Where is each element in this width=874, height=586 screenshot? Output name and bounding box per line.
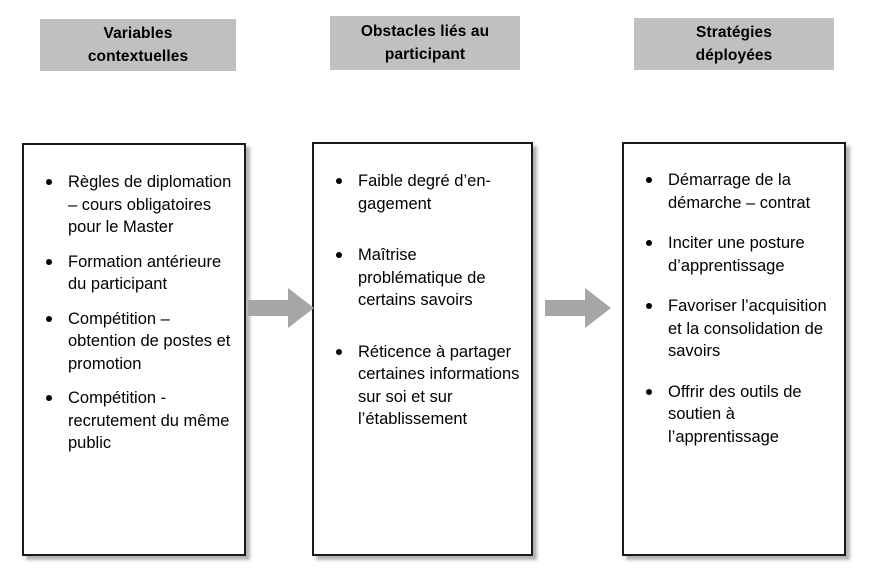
bullet-dot-icon (646, 240, 652, 246)
list-item: Favoriser l’acquisition et la consolidat… (624, 295, 844, 363)
header-strategies-deployees: Stratégies déployées (634, 18, 834, 70)
column-box-strategies-deployees: Démarrage de la démarche – contrat Incit… (622, 142, 846, 556)
column-box-variables-contextuelles: Règles de diplomation – cours obligatoir… (22, 143, 246, 556)
bullet-dot-icon (646, 303, 652, 309)
list-item: Réticence à partager certaines informati… (314, 341, 531, 431)
header-variables-contextuelles: Variables contextuelles (40, 19, 236, 71)
bullet-list-strategies-deployees: Démarrage de la démarche – contrat Incit… (624, 169, 844, 466)
list-item: Démarrage de la démarche – contrat (624, 169, 844, 214)
bullet-list-variables-contextuelles: Règles de diplomation – cours obligatoir… (24, 171, 244, 467)
bullet-dot-icon (336, 348, 342, 355)
list-item: Règles de diplomation – cours obligatoir… (24, 171, 244, 239)
list-item-label: Faible degré d’en-gagement (358, 172, 491, 213)
header-line: Variables (103, 24, 173, 42)
list-item-label: Formation antérieure du participant (68, 252, 222, 294)
bullet-dot-icon (336, 178, 342, 184)
list-item: Inciter une posture d’apprentissage (624, 232, 844, 277)
list-item-label: Compétition – obtention de postes et pro… (68, 309, 231, 373)
list-item-label: Règles de diplomation – cours obligatoir… (68, 173, 232, 236)
header-line: contextuelles (87, 48, 189, 65)
list-item-label: Offrir des outils de soutien à l’apprent… (668, 382, 802, 446)
header-line: Obstacles liés au (360, 22, 490, 40)
header-line: déployées (695, 47, 773, 64)
list-item-label: Maîtrise problématique de certains savoi… (358, 246, 486, 309)
list-item: Offrir des outils de soutien à l’apprent… (624, 381, 844, 449)
list-item: Maîtrise problématique de certains savoi… (314, 244, 531, 312)
bullet-dot-icon (646, 177, 652, 183)
list-item-label: Favoriser l’acquisition et la consolidat… (668, 297, 827, 360)
bullet-dot-icon (646, 388, 652, 395)
list-item-label: Démarrage de la démarche – contrat (668, 171, 811, 212)
column-box-obstacles-participant: Faible degré d’en-gagement Maîtrise prob… (312, 142, 533, 556)
bullet-dot-icon (46, 258, 52, 265)
list-item: Compétition – obtention de postes et pro… (24, 308, 244, 376)
arrow-right-icon-variables-to-obstacles (248, 288, 314, 328)
list-item: Formation antérieure du participant (24, 251, 244, 296)
bullet-dot-icon (46, 179, 52, 185)
arrow-right-icon-obstacles-to-strategies (545, 288, 611, 328)
bullet-dot-icon (46, 395, 52, 401)
list-item-label: Compétition - recrutement du même public (68, 389, 230, 452)
bullet-dot-icon (336, 252, 342, 258)
header-line: participant (384, 46, 466, 63)
list-item-label: Inciter une posture d’apprentissage (668, 234, 805, 275)
bullet-list-obstacles-participant: Faible degré d’en-gagement Maîtrise prob… (314, 170, 531, 460)
list-item: Faible degré d’en-gagement (314, 170, 531, 215)
header-obstacles-participant: Obstacles liés au participant (330, 16, 520, 70)
bullet-dot-icon (46, 315, 52, 322)
header-line: Stratégies (696, 23, 772, 41)
list-item: Compétition - recrutement du même public (24, 387, 244, 455)
list-item-label: Réticence à partager certaines informati… (358, 342, 520, 429)
